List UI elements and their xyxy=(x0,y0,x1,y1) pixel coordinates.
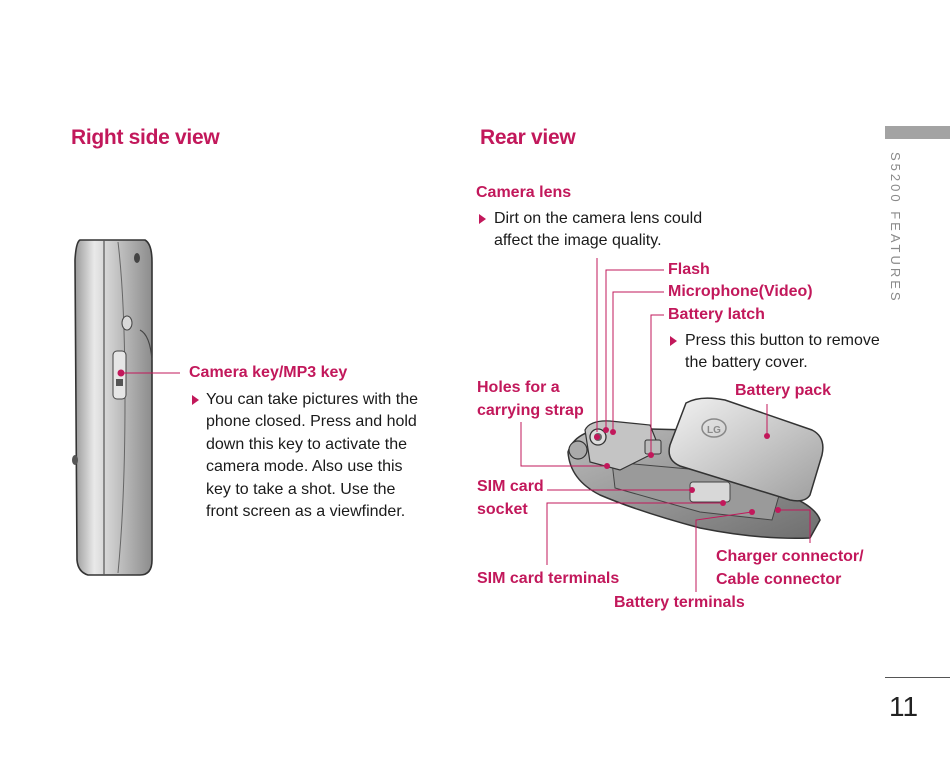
flash-label: Flash xyxy=(668,261,710,278)
bullet-arrow-icon xyxy=(192,395,199,405)
section-tab-bar xyxy=(885,126,950,139)
rear-view-heading: Rear view xyxy=(480,126,576,149)
phone-side-body xyxy=(72,239,153,576)
charger-connector-label-line2: Cable connector xyxy=(716,571,842,588)
holes-strap-label-line1: Holes for a xyxy=(477,379,560,396)
bullet-arrow-icon xyxy=(670,336,677,346)
battery-logo: LG xyxy=(707,425,721,436)
camera-lens-label: Camera lens xyxy=(476,184,572,201)
sim-socket-label-line1: SIM card xyxy=(477,478,544,495)
sim-socket-label-line2: socket xyxy=(477,501,528,518)
sim-terminals-label: SIM card terminals xyxy=(477,570,620,587)
battery-pack-label: Battery pack xyxy=(735,382,832,399)
page-number: 11 xyxy=(889,691,919,722)
camera-key-label: Camera key/MP3 key xyxy=(189,364,348,381)
right-side-heading: Right side view xyxy=(71,126,220,149)
battery-latch-description: Press this button to remove the battery … xyxy=(685,332,880,372)
bullet-arrow-icon xyxy=(479,214,486,224)
section-tab-label: S5200 FEATURES xyxy=(888,152,903,304)
phone-rear-body xyxy=(567,397,824,540)
camera-lens-description: Dirt on the camera lens could affect the… xyxy=(494,210,703,250)
charger-connector-label-line1: Charger connector/ xyxy=(716,548,864,565)
battery-terminals-label: Battery terminals xyxy=(614,594,745,611)
holes-strap-label-line2: carrying strap xyxy=(477,402,584,419)
battery-latch-label: Battery latch xyxy=(668,306,765,323)
camera-key-description: You can take pictures with the phone clo… xyxy=(206,391,418,521)
page-number-rule xyxy=(885,677,950,678)
microphone-label: Microphone(Video) xyxy=(668,283,813,300)
